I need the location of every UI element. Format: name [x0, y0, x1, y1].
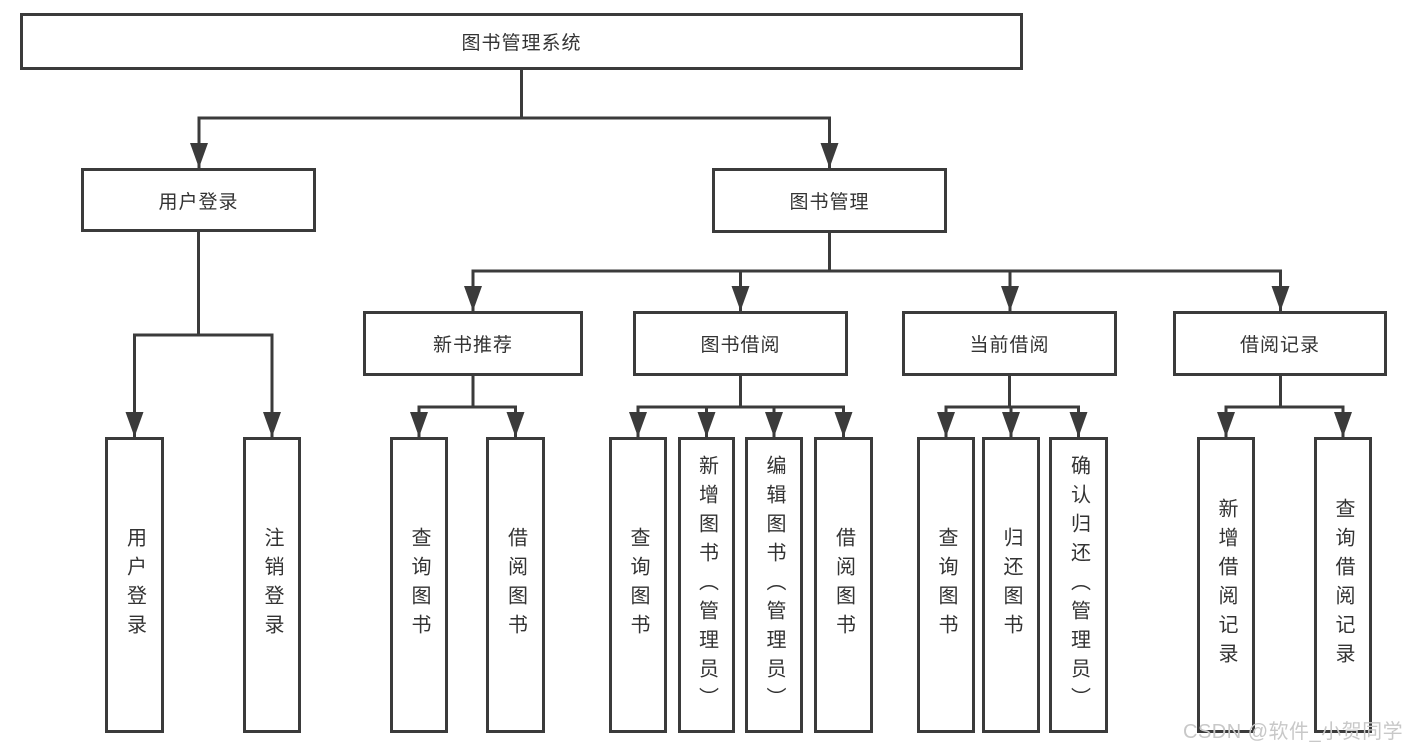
connector-lines — [133, 69, 1345, 437]
node-current-borrowing: 当前借阅 — [902, 311, 1117, 376]
leaf-label: 查询图书 — [935, 527, 957, 643]
arrow-down-icon — [937, 412, 955, 437]
leaf-label: 归还图书 — [1000, 527, 1022, 643]
node-label: 图书管理 — [789, 192, 870, 213]
leaf-add-books-admin: 新增图书（管理员） — [678, 437, 735, 733]
leaf-query-borrow-record: 查询借阅记录 — [1314, 437, 1372, 733]
node-new-book-recommend: 新书推荐 — [363, 311, 583, 376]
node-label: 图书借阅 — [700, 335, 781, 356]
leaf-label: 注销登录 — [261, 527, 283, 643]
node-borrow-records: 借阅记录 — [1173, 311, 1387, 376]
leaf-label: 查询图书 — [627, 527, 649, 643]
node-label: 当前借阅 — [969, 335, 1050, 356]
arrow-down-icon — [1069, 412, 1088, 437]
leaf-return-books: 归还图书 — [982, 437, 1040, 733]
leaf-borrow-books-borrowing: 借阅图书 — [814, 437, 873, 733]
leaf-label: 新增借阅记录 — [1215, 498, 1237, 672]
node-book-borrowing: 图书借阅 — [633, 311, 848, 376]
arrow-down-icon — [464, 286, 482, 311]
leaf-query-books-recommend: 查询图书 — [390, 437, 448, 733]
leaf-confirm-return-admin: 确认归还（管理员） — [1049, 437, 1108, 733]
node-label: 借阅记录 — [1239, 335, 1320, 356]
leaf-label: 借阅图书 — [504, 527, 527, 643]
arrow-down-icon — [834, 412, 853, 437]
node-label: 图书管理系统 — [461, 33, 582, 54]
leaf-edit-books-admin: 编辑图书（管理员） — [745, 437, 803, 733]
leaf-label: 借阅图书 — [832, 527, 855, 643]
csdn-watermark: CSDN @软件_小贺同学 — [1183, 721, 1404, 743]
arrow-down-icon — [190, 143, 208, 168]
leaf-user-login: 用户登录 — [105, 437, 164, 733]
node-label: 用户登录 — [158, 191, 239, 213]
leaf-label: 查询借阅记录 — [1332, 498, 1354, 672]
node-book-management: 图书管理 — [712, 168, 947, 233]
leaf-borrow-books-recommend: 借阅图书 — [486, 437, 545, 733]
leaf-label: 编辑图书（管理员） — [763, 454, 785, 716]
arrow-down-icon — [1271, 286, 1290, 311]
leaf-label: 确认归还（管理员） — [1067, 454, 1090, 716]
arrow-down-icon — [125, 412, 144, 437]
arrow-down-icon — [697, 412, 716, 437]
arrow-down-icon — [731, 286, 750, 311]
arrow-down-icon — [820, 143, 839, 168]
leaf-query-books-current: 查询图书 — [917, 437, 975, 733]
node-library-system-root: 图书管理系统 — [20, 13, 1023, 70]
arrow-down-icon — [629, 412, 647, 437]
leaf-label: 查询图书 — [408, 527, 430, 643]
leaf-label: 用户登录 — [123, 527, 146, 643]
arrow-down-icon — [410, 412, 428, 437]
arrow-down-icon — [765, 412, 783, 437]
arrow-down-icon — [1002, 412, 1020, 437]
node-user-login: 用户登录 — [81, 168, 316, 232]
arrow-down-icon — [1334, 412, 1352, 437]
leaf-label: 新增图书（管理员） — [695, 454, 718, 716]
leaf-logout: 注销登录 — [243, 437, 301, 733]
arrow-down-icon — [263, 412, 281, 437]
arrow-down-icon — [1217, 412, 1235, 437]
leaf-add-borrow-record: 新增借阅记录 — [1197, 437, 1255, 733]
arrowheads — [125, 143, 1352, 437]
node-label: 新书推荐 — [432, 335, 513, 356]
arrow-down-icon — [506, 412, 525, 437]
arrow-down-icon — [1001, 286, 1019, 311]
leaf-query-books-borrowing: 查询图书 — [609, 437, 667, 733]
